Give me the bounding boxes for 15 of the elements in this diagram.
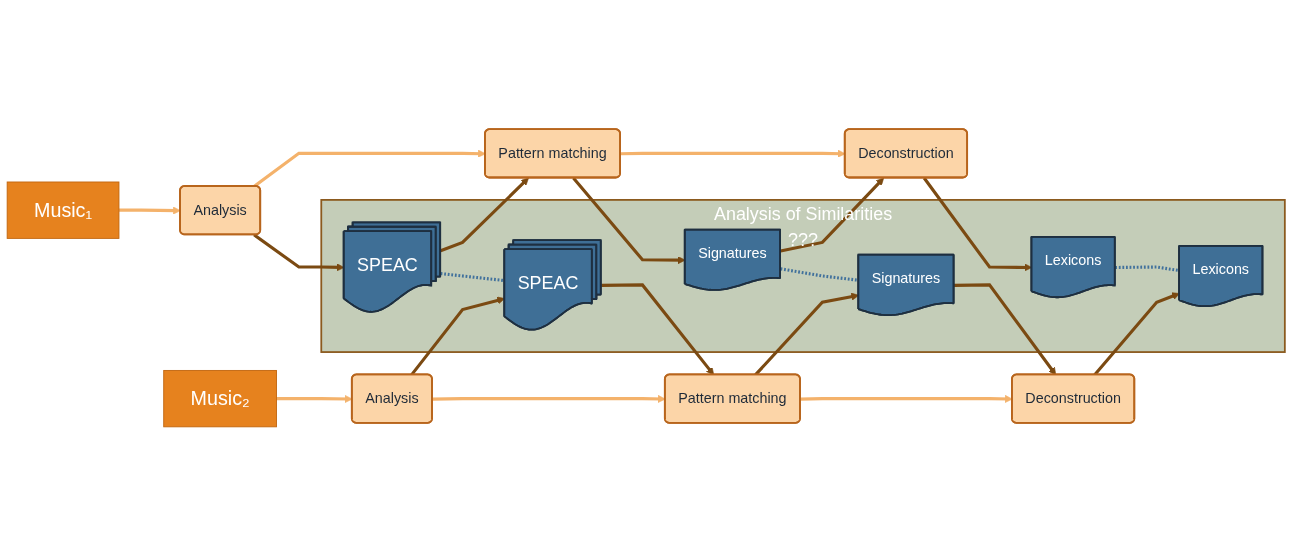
arrow	[253, 233, 345, 272]
connector	[440, 272, 505, 283]
arrow	[922, 177, 1033, 272]
connector	[780, 267, 859, 282]
arrow	[1093, 292, 1180, 376]
arrow	[440, 177, 529, 253]
connector	[1115, 265, 1180, 273]
node-box: Music₂	[163, 370, 277, 428]
arrow	[410, 296, 506, 376]
node-box: Music₁	[6, 181, 120, 239]
arrow	[601, 283, 715, 376]
arrow	[754, 292, 860, 376]
arrow	[572, 176, 686, 265]
arrow	[118, 206, 181, 215]
arrow	[954, 283, 1057, 376]
